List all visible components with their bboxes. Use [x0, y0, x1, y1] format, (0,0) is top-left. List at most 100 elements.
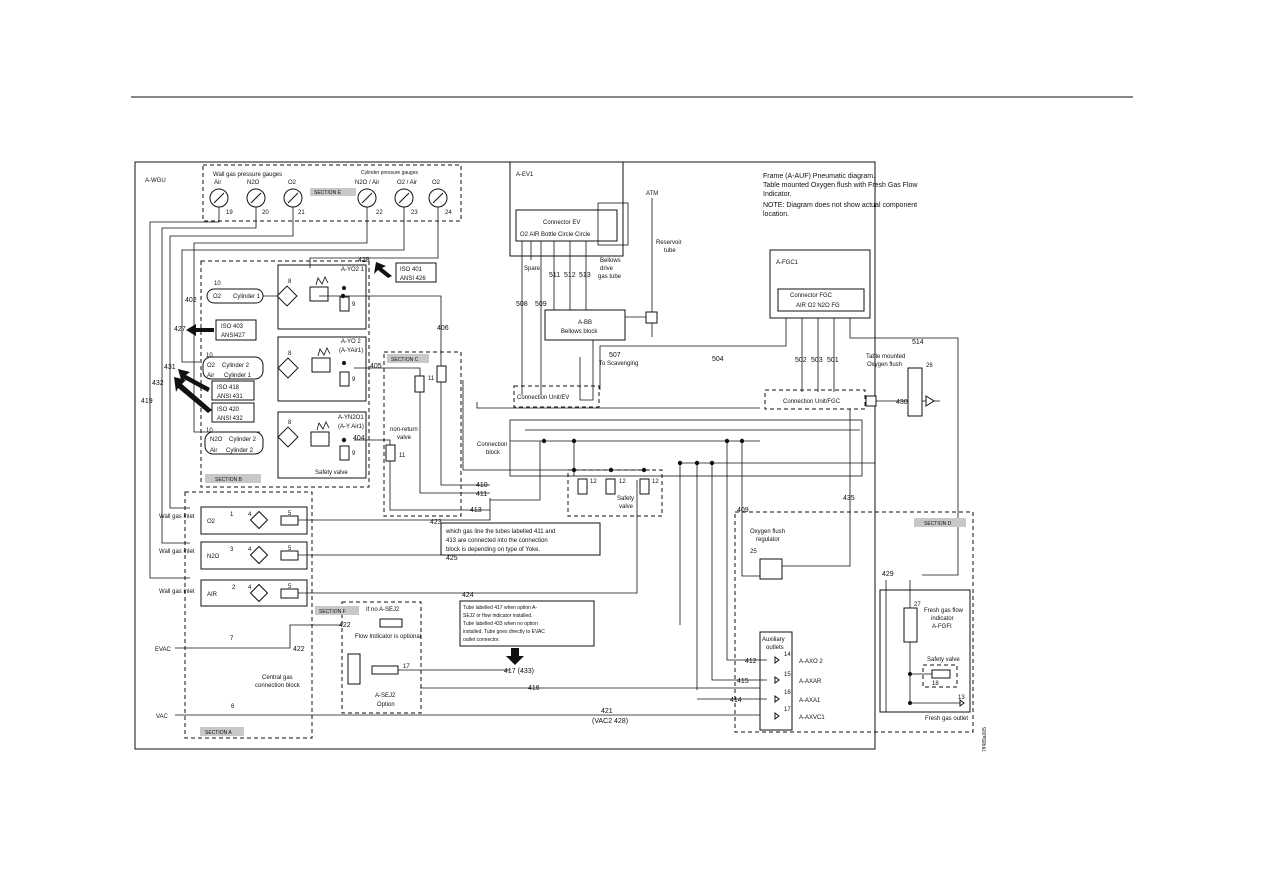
section-c-label: SECTION C	[391, 357, 419, 363]
label-27: 27	[914, 602, 921, 608]
svg-text:Wall gas inlet: Wall gas inlet	[159, 514, 195, 520]
safety-valve-12a	[577, 478, 588, 495]
aux-outlet-a1: 16 A-AXA1	[774, 690, 821, 704]
non-return-valve-c3	[385, 444, 396, 462]
tube-508: 508	[516, 301, 528, 308]
tube-428: 428	[358, 257, 370, 264]
connector-fgc	[777, 288, 865, 312]
ev1-label: A-EV1	[516, 172, 534, 178]
tube-411: 411	[476, 491, 487, 498]
tube-504: 504	[712, 356, 724, 363]
label-12c: 12	[652, 479, 659, 485]
svg-text:ISO 418: ISO 418	[217, 385, 240, 391]
tube-424: 424	[462, 592, 474, 599]
svg-text:A-AXA1: A-AXA1	[799, 698, 821, 704]
label-13: 13	[958, 695, 965, 701]
sej-valve-bottom	[371, 665, 399, 675]
svg-text:N2O: N2O	[247, 180, 260, 186]
section-d-panel	[734, 511, 974, 733]
section-c-tag	[387, 354, 429, 363]
fgf-b: indicator	[931, 616, 954, 622]
yoke-n2o-air: 10 N2O Cylinder 2 Air Cylinder 2 8 A-YN2…	[204, 411, 367, 479]
section-e-tag	[310, 188, 356, 196]
svg-text:O2: O2	[288, 180, 297, 186]
flow-indicator-sej	[347, 653, 361, 685]
svg-text:O2: O2	[207, 519, 216, 525]
svg-text:ISO 401: ISO 401	[400, 267, 423, 273]
svg-text:5: 5	[288, 584, 292, 590]
wall-inlet-n2o: Wall gas inlet N2O 3 4 5	[159, 541, 308, 570]
frame-note-2: Table mounted Oxygen flush with Fresh Ga…	[763, 182, 918, 189]
fresh-gas-flow-indicator	[903, 607, 918, 643]
sej-valve-top	[379, 618, 403, 628]
svg-text:8: 8	[288, 279, 292, 285]
tube-511: 511	[549, 272, 560, 279]
svg-text:A-AXVC1: A-AXVC1	[799, 715, 825, 721]
spare-label: Spare	[524, 266, 541, 272]
svg-text:4: 4	[248, 585, 252, 591]
tube-note-4: installed. Tube goes directly to EVAC	[463, 629, 545, 635]
svg-text:AIR: AIR	[207, 592, 218, 598]
yoke-note-3: block is depending on type of Yoke.	[446, 547, 540, 553]
svg-text:5: 5	[288, 546, 292, 552]
svg-text:A-YO 2: A-YO 2	[341, 339, 361, 345]
yoke-o2-1: 10 O2 Cylinder 1 8 A-YO2 1 9	[206, 264, 367, 330]
non-return-valve-c1	[414, 375, 425, 393]
conn-unit-fgc-label: Connection Unit/FGC	[783, 399, 841, 405]
svg-text:O2: O2	[213, 294, 222, 300]
safety-a: Safety	[617, 496, 634, 502]
label-7: 7	[230, 636, 234, 642]
svg-text:Air: Air	[214, 180, 221, 186]
section-a-panel	[184, 491, 313, 739]
tube-427: 427	[174, 326, 186, 333]
gauge-n2o: N2O 20	[246, 180, 269, 216]
ev-tubes	[521, 241, 587, 395]
aux-a: Auxiliary	[762, 637, 785, 643]
label-25: 25	[750, 549, 757, 555]
note-arrow	[506, 648, 524, 665]
tube-note-1: Tube labelled 417 when option A-	[463, 605, 537, 611]
cyl-gauges-title: Cylinder pressure gauges	[361, 170, 418, 176]
yoke-note-box	[440, 522, 601, 556]
wall-gauges-title: Wall gas pressure gauges	[213, 172, 282, 178]
section-b-tag	[205, 474, 261, 483]
svg-text:Cylinder 1: Cylinder 1	[233, 294, 261, 300]
flush-a: Table mounted	[866, 354, 905, 360]
section-a-tag	[200, 727, 244, 736]
svg-text:ANSI427: ANSI427	[221, 333, 246, 339]
svg-text:14: 14	[784, 652, 791, 658]
tube-note-box	[459, 600, 595, 647]
tube-402: 402	[185, 297, 197, 304]
section-f-label: SECTION F	[319, 609, 346, 615]
atm-label: ATM	[646, 191, 658, 197]
svg-text:Air: Air	[210, 448, 217, 454]
conn-unit-ev-label: Connection Unit/EV	[517, 395, 569, 401]
svg-text:4: 4	[248, 512, 252, 518]
svg-text:10: 10	[206, 353, 213, 359]
tube-421: 421	[601, 708, 613, 715]
svg-text:15: 15	[784, 672, 791, 678]
vac-label: VAC	[156, 714, 169, 720]
svg-text:A-YN2O1: A-YN2O1	[338, 415, 364, 421]
central-b: connection block	[255, 683, 301, 689]
flush-check	[925, 395, 935, 407]
tube-413: 413	[470, 507, 482, 514]
ev1-module	[509, 161, 624, 257]
svg-text:N2O: N2O	[207, 554, 220, 560]
svg-text:Air: Air	[207, 373, 214, 379]
svg-text:A-AXAR: A-AXAR	[799, 679, 822, 685]
tube-414: 414	[730, 697, 742, 704]
tube-415: 415	[737, 678, 749, 685]
section-b-label: SECTION B	[215, 477, 243, 483]
svg-text:Wall gas inlet: Wall gas inlet	[159, 549, 195, 555]
svg-text:Cylinder 2: Cylinder 2	[229, 437, 257, 443]
fgc1-label: A-FGC1	[776, 260, 799, 266]
svg-text:10: 10	[206, 428, 213, 434]
tube-422a: 422	[339, 622, 351, 629]
gauge-panel	[202, 164, 462, 222]
oxy-reg-a: Oxygen flush	[750, 529, 785, 535]
frame-note-1: Frame (A-AUF) Pneumatic diagram.	[763, 173, 875, 180]
tube-417: 417 (433)	[504, 668, 534, 675]
bellows-a: A-BB	[578, 320, 592, 326]
section-a-label: SECTION A	[205, 730, 232, 736]
